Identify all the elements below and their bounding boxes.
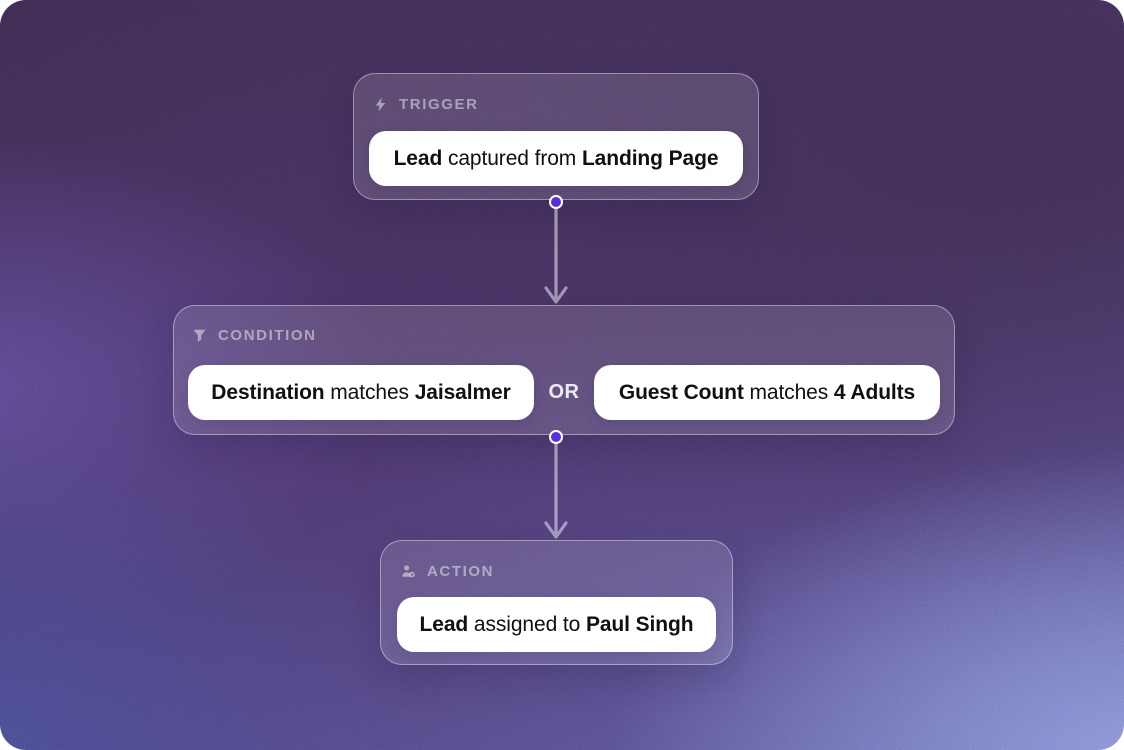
condition-card-header: CONDITION xyxy=(188,326,940,344)
condition-2-field: Guest Count xyxy=(618,380,744,404)
trigger-entity: Lead xyxy=(393,146,443,170)
trigger-statement-pill[interactable]: Lead captured from Landing Page xyxy=(369,131,743,186)
condition-1-operator: matches xyxy=(324,380,415,404)
condition-2-value: 4 Adults xyxy=(833,380,916,404)
user-assign-icon xyxy=(402,564,415,577)
action-entity: Lead xyxy=(419,612,469,636)
trigger-source: Landing Page xyxy=(581,146,719,170)
condition-2-operator: matches xyxy=(743,380,834,404)
trigger-card-header: TRIGGER xyxy=(369,95,743,113)
lightning-bolt-icon xyxy=(375,97,386,111)
or-operator-label: OR xyxy=(548,381,580,403)
action-label: ACTION xyxy=(427,562,495,580)
trigger-label: TRIGGER xyxy=(399,95,479,113)
condition-clause-pill-2[interactable]: Guest Count matches 4 Adults xyxy=(594,365,940,420)
condition-clauses-row: Destination matches Jaisalmer OR Guest C… xyxy=(188,365,940,420)
trigger-card[interactable]: TRIGGER Lead captured from Landing Page xyxy=(353,73,759,200)
filter-icon xyxy=(193,329,206,342)
trigger-verb: captured from xyxy=(442,146,582,170)
action-statement-pill[interactable]: Lead assigned to Paul Singh xyxy=(397,597,716,652)
action-verb: assigned to xyxy=(468,612,586,636)
action-assignee: Paul Singh xyxy=(585,612,694,636)
condition-label: CONDITION xyxy=(218,326,317,344)
action-card[interactable]: ACTION Lead assigned to Paul Singh xyxy=(380,540,733,665)
condition-1-field: Destination xyxy=(211,380,325,404)
condition-1-value: Jaisalmer xyxy=(414,380,511,404)
condition-clause-pill-1[interactable]: Destination matches Jaisalmer xyxy=(188,365,534,420)
condition-card[interactable]: CONDITION Destination matches Jaisalmer … xyxy=(173,305,955,435)
arrow-trigger-to-condition xyxy=(544,207,568,304)
action-card-header: ACTION xyxy=(397,562,716,580)
arrow-condition-to-action xyxy=(544,442,568,539)
